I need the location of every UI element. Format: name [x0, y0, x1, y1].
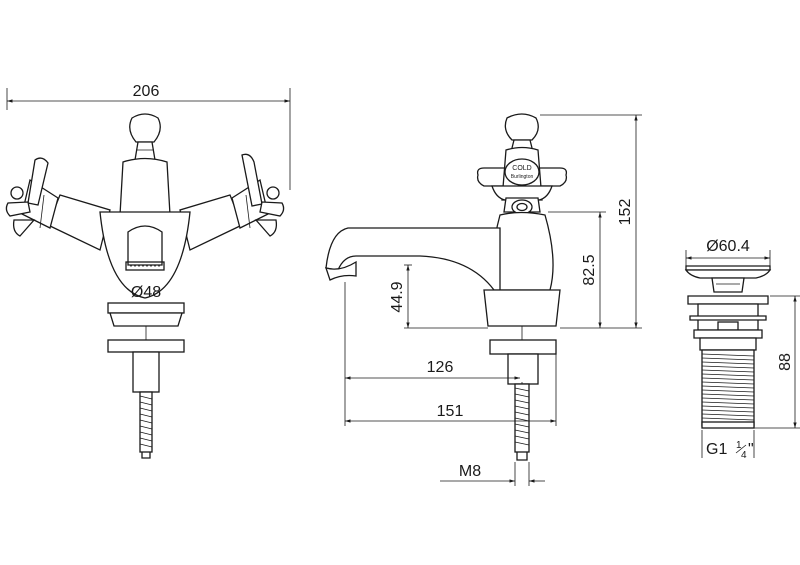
central-column [119, 157, 171, 216]
dim-overall-width: 206 [6, 83, 291, 190]
spout-tip [324, 260, 357, 281]
handle-knuckle [503, 197, 541, 215]
body-diameter-label: Ø48 [131, 284, 161, 301]
side-view: COLD Burlington [324, 113, 642, 486]
left-arm [5, 157, 111, 251]
handle-cold-label: COLD [512, 165, 531, 172]
thread-label: M8 [459, 463, 481, 480]
front-threaded-rod [139, 391, 153, 459]
dim-thread: M8 [440, 462, 545, 486]
dim-height-spout: 44.9 [389, 264, 488, 329]
handle-brand-label: Burlington [511, 174, 534, 180]
front-base [107, 302, 185, 393]
side-threaded-rod [514, 383, 530, 461]
waste-cap [684, 265, 772, 293]
valve-body [491, 211, 554, 291]
reach-long-label: 151 [437, 403, 464, 420]
waste-flange [687, 295, 769, 351]
dim-reach-short: 126 [344, 282, 523, 426]
waste-height-label: 88 [777, 353, 794, 371]
overall-width-label: 206 [133, 83, 160, 100]
waste-thread-denominator: 4 [741, 450, 747, 461]
dim-height-handle: 82.5 [548, 211, 606, 328]
waste-diameter-label: Ø60.4 [706, 238, 750, 255]
dim-reach-long: 151 [345, 354, 557, 426]
top-handle [129, 113, 161, 161]
waste-view: Ø60.4 88 [684, 238, 800, 461]
height-spout-label: 44.9 [389, 281, 406, 312]
waste-thread-prefix: G1 [706, 441, 727, 458]
dim-waste-thread: G1 1 4 " [701, 430, 755, 461]
height-total-label: 152 [617, 199, 634, 226]
dim-height-total: 152 [540, 114, 642, 329]
dim-waste-diameter: Ø60.4 [685, 238, 771, 266]
spout [325, 227, 501, 291]
waste-threaded-body [701, 349, 755, 429]
dim-waste-height: 88 [754, 295, 800, 429]
right-arm [179, 153, 285, 251]
reach-short-label: 126 [427, 359, 454, 376]
waste-thread-suffix: " [748, 441, 754, 458]
waste-thread-numerator: 1 [736, 440, 742, 451]
front-view: 206 [5, 83, 291, 459]
height-handle-label: 82.5 [581, 254, 598, 285]
side-base [483, 289, 561, 385]
aerator-outlet [125, 225, 165, 271]
cross-handle: COLD Burlington [476, 146, 568, 201]
